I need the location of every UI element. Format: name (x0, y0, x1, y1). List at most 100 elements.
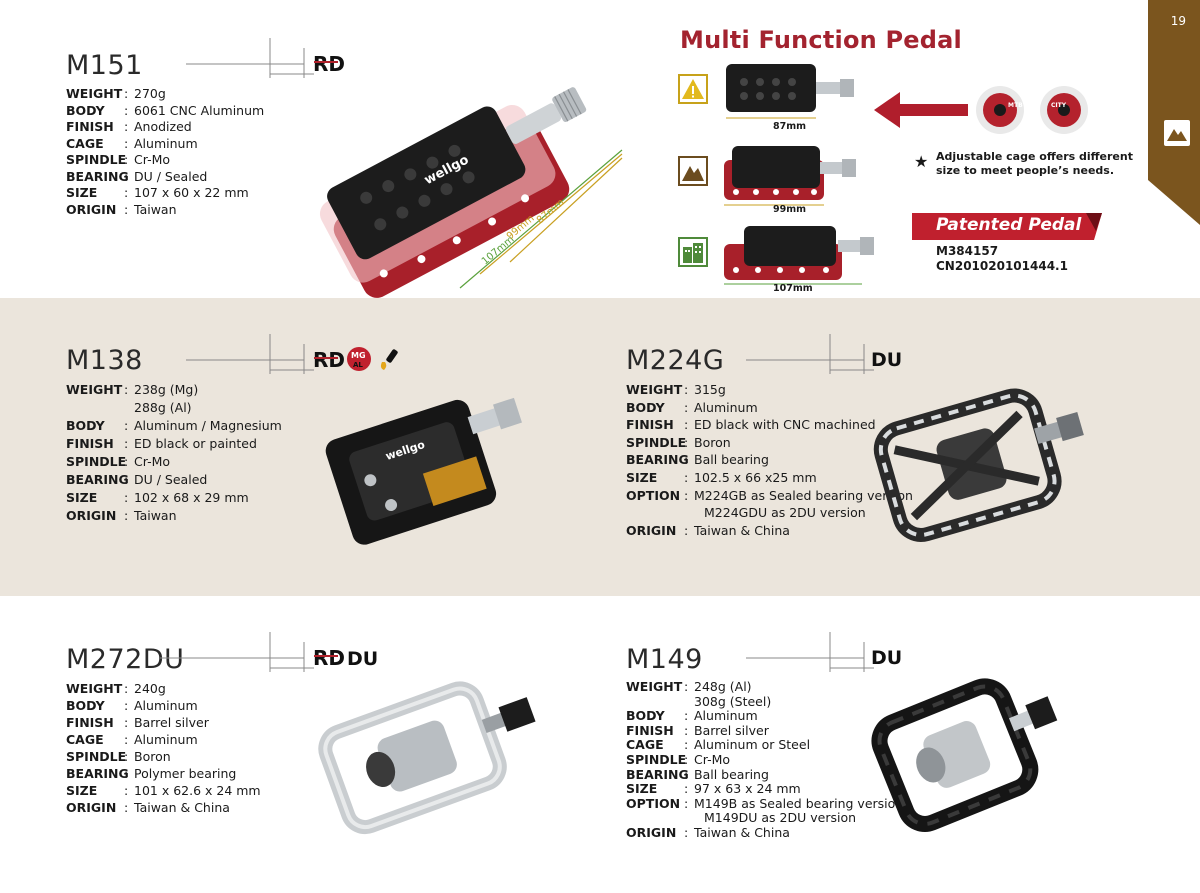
spec-row: SIZE:97 x 63 x 24 mm (626, 781, 801, 797)
model-title: M272DU (66, 644, 185, 675)
spec-row: CAGE:Aluminum (66, 732, 198, 747)
spec-row: CAGE:Aluminum (66, 135, 198, 151)
title-rule (160, 632, 314, 672)
svg-text:CITY: CITY (1051, 102, 1067, 109)
page-number: 19 (1170, 14, 1186, 28)
spec-label: SPINDLE (66, 454, 127, 469)
spec-row: BEARING:Polymer bearing (66, 766, 237, 781)
spec-value: 102.5 x 66 x25 mm (694, 469, 817, 485)
spec-value: 102 x 68 x 29 mm (134, 490, 249, 505)
spec-row: SPINDLE:Cr-Mo (626, 751, 731, 767)
patent-banner (912, 213, 1102, 240)
spec-value: Barrel silver (694, 722, 769, 738)
spec-row: ORIGIN:Taiwan (66, 201, 177, 217)
svg-text:RD: RD (313, 52, 345, 76)
spec-row: FINISH:Barrel silver (626, 722, 769, 738)
title-rule (186, 38, 314, 78)
rd-badge: RD (312, 346, 345, 376)
patent-number: M384157 (936, 244, 999, 258)
m272du-pedal-photo (318, 681, 536, 835)
dim-label-99mm: 99mm (773, 204, 807, 215)
spec-row: WEIGHT:240g (66, 681, 166, 696)
warning-icon (678, 74, 708, 104)
feature-badges: DU (870, 346, 902, 376)
spec-label: CAGE (66, 732, 104, 747)
spec-list: WEIGHT:240g BODY:Aluminum FINISH:Barrel … (66, 680, 261, 816)
dim-label-87mm: 87mm (773, 121, 807, 132)
spec-label: BODY (626, 708, 665, 724)
model-title: M224G (626, 345, 725, 376)
spec-label: WEIGHT (66, 86, 123, 101)
spec-value: Cr-Mo (694, 751, 731, 767)
spec-row: ORIGIN:Taiwan & China (66, 800, 230, 815)
star-icon: ★ (914, 152, 929, 171)
spec-label: CAGE (626, 737, 664, 753)
spec-value: Barrel silver (134, 715, 209, 730)
spec-row: SIZE:101 x 62.6 x 24 mm (66, 783, 261, 798)
svg-text:DU: DU (347, 648, 378, 670)
spec-value: 248g (Al)308g (Steel) (694, 679, 772, 709)
spec-label: CAGE (66, 135, 104, 151)
spec-value: Taiwan & China (694, 522, 790, 538)
m149-pedal-photo (871, 678, 1058, 832)
multi-function-title: Multi Function Pedal (680, 26, 962, 54)
spec-value: ED black or painted (134, 436, 257, 451)
spec-label: ORIGIN (626, 522, 677, 538)
spec-row: FINISH:Barrel silver (66, 715, 209, 730)
spec-value: DU / Sealed (134, 168, 208, 184)
adjustable-note: Adjustable cage offers different size to… (936, 150, 1133, 178)
spec-label: ORIGIN (66, 508, 117, 523)
spec-list: WEIGHT:270g BODY:6061 CNC Aluminum FINIS… (66, 86, 264, 218)
spec-label: SIZE (626, 469, 658, 485)
spec-label: BEARING (66, 168, 129, 184)
spec-value: Taiwan (134, 508, 177, 523)
bottom-band (0, 596, 1200, 893)
spec-value: Boron (694, 434, 731, 450)
spec-row: CAGE:Aluminum or Steel (626, 737, 811, 753)
patent-heading: Patented Pedal (936, 215, 1082, 235)
spec-value: Aluminum (694, 708, 758, 724)
spec-value: 101 x 62.6 x 24 mm (134, 783, 261, 798)
spec-row: FINISH:ED black with CNC machined (626, 417, 876, 433)
spec-value: Taiwan & China (134, 800, 230, 815)
spec-value: 107 x 60 x 22 mm (134, 185, 249, 200)
spec-row: WEIGHT:248g (Al)308g (Steel) (626, 679, 772, 709)
title-rule (746, 334, 874, 374)
spec-row: BODY:Aluminum / Magnesium (66, 418, 282, 433)
spec-value: Boron (134, 749, 171, 764)
spec-row: SIZE:102.5 x 66 x25 mm (626, 469, 817, 485)
spec-label: OPTION (626, 487, 681, 503)
spec-label: BEARING (626, 452, 689, 468)
svg-text:RD: RD (313, 348, 345, 372)
spec-row: BODY:Aluminum (66, 698, 198, 713)
spec-label: ORIGIN (626, 824, 677, 840)
spec-label: BODY (66, 698, 105, 713)
spec-label: BEARING (66, 472, 129, 487)
spec-label: OPTION (626, 795, 681, 811)
spec-value: Anodized (134, 119, 192, 134)
spec-row: WEIGHT:238g (Mg)288g (Al) (66, 382, 199, 415)
rd-badge: RD (312, 50, 345, 80)
spec-value: DU / Sealed (134, 472, 208, 487)
spec-label: WEIGHT (66, 681, 123, 696)
du-badge: DU (870, 644, 902, 674)
spec-row: ORIGIN:Taiwan & China (626, 824, 790, 840)
page-tab: 19 (1148, 0, 1200, 225)
svg-text:DU: DU (871, 647, 902, 669)
spec-value: Aluminum (694, 399, 758, 415)
left-arrow-icon (874, 92, 968, 128)
spec-row: ORIGIN:Taiwan & China (626, 522, 790, 538)
middle-band (0, 298, 1200, 596)
pedal-config-107mm (724, 226, 874, 285)
du-badge: DU (346, 644, 378, 674)
top-band (0, 0, 1200, 298)
spec-row: FINISH:ED black or painted (66, 436, 257, 451)
m151-pedal-photo: wellgo 107mm 99mm 87mm (319, 87, 623, 298)
spec-value: Ball bearing (694, 766, 769, 782)
spec-label: BODY (66, 418, 105, 433)
note-line: Adjustable cage offers different (936, 150, 1133, 163)
